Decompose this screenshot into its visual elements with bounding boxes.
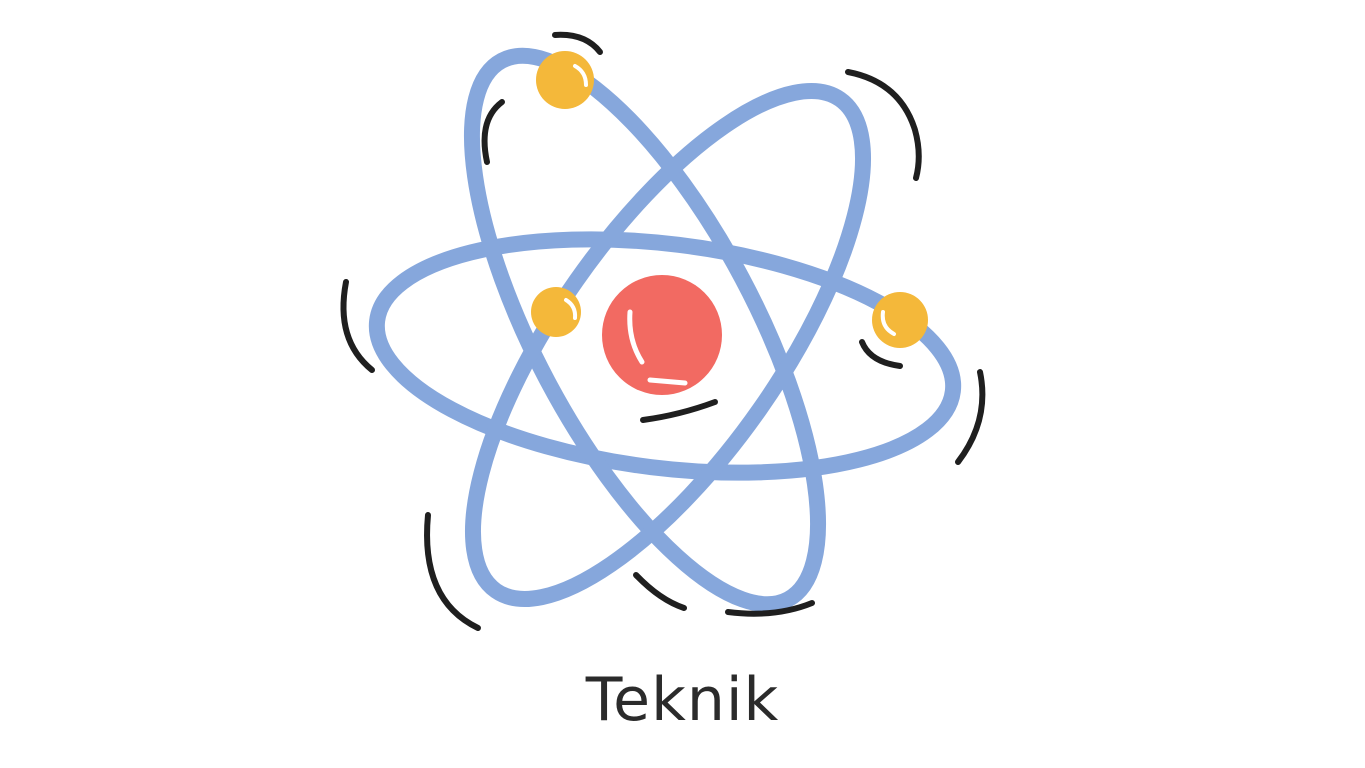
electron-icon xyxy=(872,292,928,348)
electron-icon xyxy=(536,51,594,109)
orbits xyxy=(368,47,962,613)
orbit-left-tilt xyxy=(463,47,827,613)
nucleus-icon xyxy=(602,275,722,395)
category-caption: Teknik xyxy=(585,665,780,735)
orbit-right-tilt xyxy=(464,82,872,608)
orbit-horizontal xyxy=(368,231,962,481)
electron-icon xyxy=(531,287,581,337)
motion-lines xyxy=(340,31,986,631)
